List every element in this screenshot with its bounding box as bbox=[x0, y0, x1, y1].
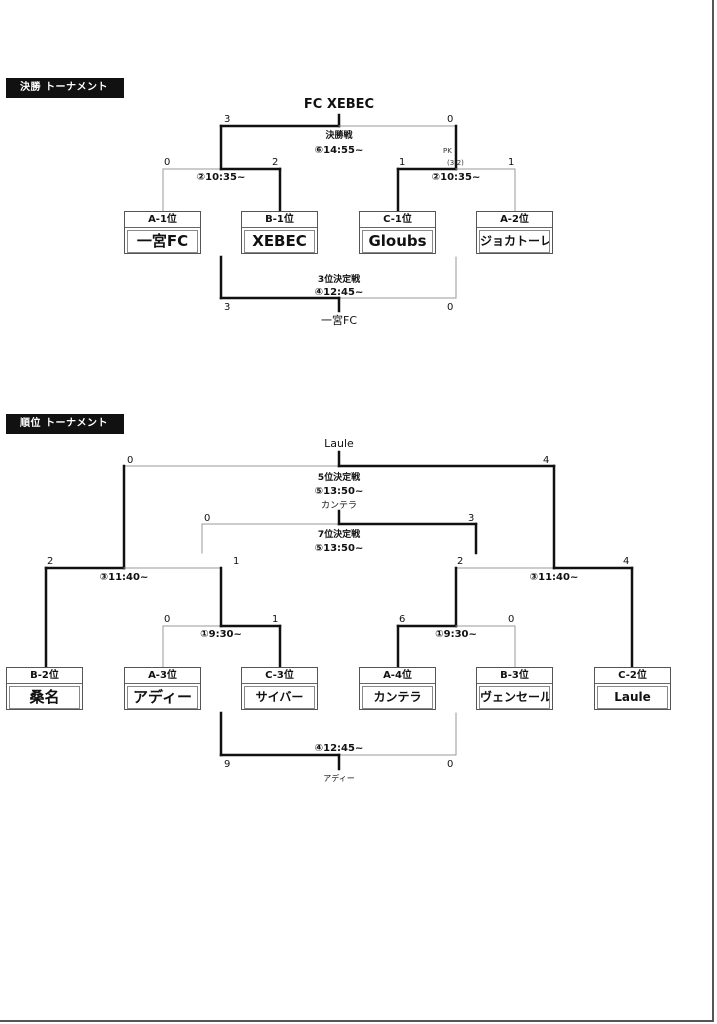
team-name: サイバー bbox=[244, 686, 315, 709]
semi-left-time: ②10:35~ bbox=[196, 172, 246, 183]
team-name: ヴェンセール bbox=[479, 686, 550, 709]
semi-left-right-score: 2 bbox=[272, 157, 279, 168]
team-slot: C-1位 bbox=[360, 212, 435, 228]
final-right-score: 0 bbox=[447, 114, 454, 125]
rank-right-semi-right-score: 4 bbox=[623, 556, 630, 567]
rank-bottom-right-score: 0 bbox=[447, 759, 454, 770]
team-card-b2[interactable]: B-2位 桑名 bbox=[6, 667, 83, 710]
seventh-place-right-score: 3 bbox=[468, 513, 475, 524]
team-slot: C-2位 bbox=[595, 668, 670, 684]
team-slot: A-4位 bbox=[360, 668, 435, 684]
rank-right-semi-time: ③11:40~ bbox=[529, 572, 579, 583]
seventh-place-time: ⑤13:50~ bbox=[314, 543, 364, 554]
fifth-place-winner: Laule bbox=[324, 437, 354, 450]
final-pk-score: (3-2) bbox=[447, 159, 464, 167]
team-name: 一宮FC bbox=[127, 230, 198, 253]
third-place-left-score: 3 bbox=[224, 302, 231, 313]
semi-right-left-score: 1 bbox=[399, 157, 406, 168]
team-name: 桑名 bbox=[9, 686, 80, 709]
rank-right-first-time: ①9:30~ bbox=[435, 629, 477, 640]
team-name: ジョカトーレ bbox=[479, 230, 550, 253]
final-tournament-header: 決勝 トーナメント bbox=[6, 78, 124, 98]
team-name: カンテラ bbox=[362, 686, 433, 709]
fifth-place-left-score: 0 bbox=[127, 455, 134, 466]
final-left-score: 3 bbox=[224, 114, 231, 125]
rank-right-first-right-score: 0 bbox=[508, 614, 515, 625]
team-card-a4[interactable]: A-4位 カンテラ bbox=[359, 667, 436, 710]
rank-left-first-left-score: 0 bbox=[164, 614, 171, 625]
team-card-a2[interactable]: A-2位 ジョカトーレ bbox=[476, 211, 553, 254]
rank-right-semi-left-score: 2 bbox=[457, 556, 464, 567]
team-card-c2[interactable]: C-2位 Laule bbox=[594, 667, 671, 710]
semi-right-right-score: 1 bbox=[508, 157, 515, 168]
seventh-place-winner: カンテラ bbox=[320, 501, 358, 511]
third-place-time: ④12:45~ bbox=[314, 287, 364, 298]
fifth-place-time: ⑤13:50~ bbox=[314, 486, 364, 497]
rank-left-first-right-score: 1 bbox=[272, 614, 279, 625]
ranking-tournament-header: 順位 トーナメント bbox=[6, 414, 124, 434]
team-slot: A-2位 bbox=[477, 212, 552, 228]
third-place-right-score: 0 bbox=[447, 302, 454, 313]
rank-bottom-winner: アディー bbox=[323, 774, 355, 783]
team-slot: B-2位 bbox=[7, 668, 82, 684]
final-match-time: ⑥14:55~ bbox=[314, 145, 364, 156]
third-place-winner: 一宮FC bbox=[320, 314, 358, 327]
team-name: Laule bbox=[597, 686, 668, 709]
seventh-place-label: 7位決定戦 bbox=[317, 530, 361, 540]
third-place-label: 3位決定戦 bbox=[317, 275, 361, 285]
team-name: アディー bbox=[127, 686, 198, 709]
team-slot: A-1位 bbox=[125, 212, 200, 228]
team-name: XEBEC bbox=[244, 230, 315, 253]
team-slot: A-3位 bbox=[125, 668, 200, 684]
team-card-a3[interactable]: A-3位 アディー bbox=[124, 667, 201, 710]
team-card-b3[interactable]: B-3位 ヴェンセール bbox=[476, 667, 553, 710]
team-slot: B-1位 bbox=[242, 212, 317, 228]
team-card-c1[interactable]: C-1位 Gloubs bbox=[359, 211, 436, 254]
semi-right-time: ②10:35~ bbox=[431, 172, 481, 183]
team-card-a1[interactable]: A-1位 一宮FC bbox=[124, 211, 201, 254]
rank-bottom-time: ④12:45~ bbox=[314, 743, 364, 754]
semi-left-left-score: 0 bbox=[164, 157, 171, 168]
seventh-place-left-score: 0 bbox=[204, 513, 211, 524]
fifth-place-label: 5位決定戦 bbox=[317, 473, 361, 483]
fifth-place-right-score: 4 bbox=[543, 455, 550, 466]
final-match-label: 決勝戦 bbox=[325, 131, 353, 141]
team-slot: C-3位 bbox=[242, 668, 317, 684]
rank-right-first-left-score: 6 bbox=[399, 614, 406, 625]
team-card-b1[interactable]: B-1位 XEBEC bbox=[241, 211, 318, 254]
team-card-c3[interactable]: C-3位 サイバー bbox=[241, 667, 318, 710]
rank-left-semi-left-score: 2 bbox=[47, 556, 54, 567]
rank-left-semi-time: ③11:40~ bbox=[99, 572, 149, 583]
rank-left-semi-right-score: 1 bbox=[233, 556, 240, 567]
champion-name: FC XEBEC bbox=[303, 97, 375, 112]
team-name: Gloubs bbox=[362, 230, 433, 253]
rank-left-first-time: ①9:30~ bbox=[200, 629, 242, 640]
team-slot: B-3位 bbox=[477, 668, 552, 684]
final-pk-label: PK bbox=[443, 147, 452, 155]
rank-bottom-left-score: 9 bbox=[224, 759, 231, 770]
